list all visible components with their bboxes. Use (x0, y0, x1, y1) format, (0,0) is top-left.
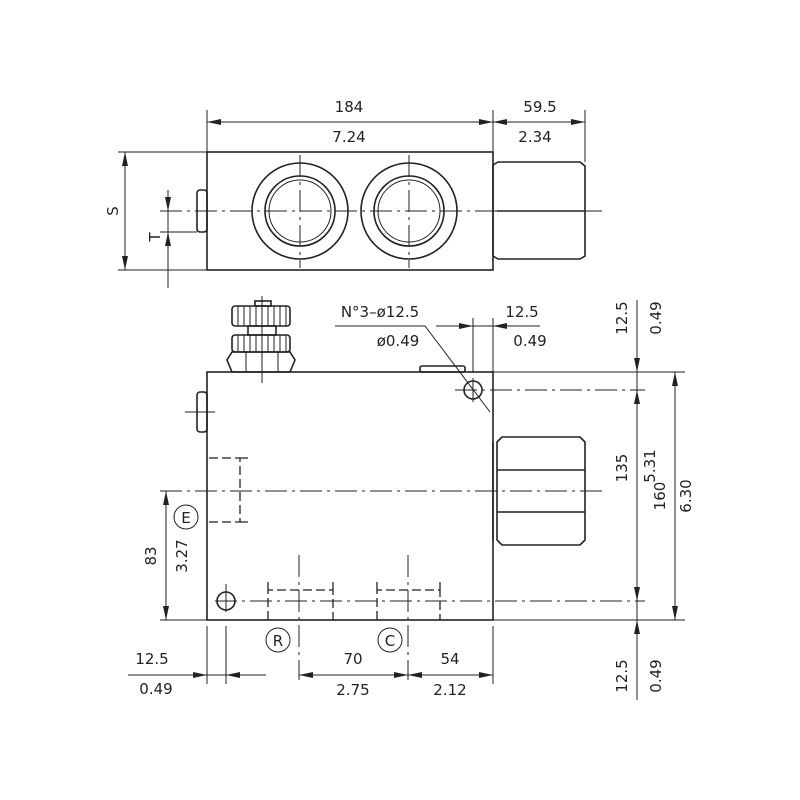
top-view: 184 7.24 59.5 2.34 S T (104, 98, 605, 288)
dim-s-label: S (104, 206, 122, 216)
holes-note-in: ø0.49 (377, 332, 420, 350)
dim-right-bottom-mm: 12.5 (613, 659, 631, 692)
dim-length-mm: 184 (335, 98, 364, 116)
dim-c-to-end-mm: 54 (440, 650, 459, 668)
holes-note: N°3–ø12.5 (341, 303, 419, 321)
dim-height-in: 6.30 (677, 479, 695, 512)
port-r-label: R (273, 632, 283, 650)
dim-left-offset-in: 0.49 (139, 680, 172, 698)
dim-length-in: 7.24 (332, 128, 365, 146)
port-e-label: E (181, 509, 190, 527)
dim-c-to-end-in: 2.12 (433, 681, 466, 699)
dim-fitting-in: 2.34 (518, 128, 551, 146)
port-circle-right (360, 155, 458, 268)
port-circle-left (251, 155, 349, 268)
dim-r-to-c-in: 2.75 (336, 681, 369, 699)
port-r-marker: R (265, 627, 291, 653)
dim-port-e-height-in: 3.27 (173, 539, 191, 572)
dim-centers-mm: 135 (613, 454, 631, 483)
dim-height-mm: 160 (651, 482, 669, 511)
adjust-knob[interactable] (226, 296, 296, 383)
front-view: E R C N°3–ø12.5 ø0.49 12.5 0.49 12.5 0.4… (128, 296, 695, 700)
dim-right-top-in: 0.49 (647, 301, 665, 334)
hex-fitting-top (492, 161, 586, 260)
port-c-label: C (385, 632, 395, 650)
dim-centers-in: 5.31 (641, 449, 659, 482)
dim-right-bottom-in: 0.49 (647, 659, 665, 692)
dim-r-to-c-mm: 70 (343, 650, 362, 668)
dim-port-e-height-mm: 83 (142, 546, 160, 565)
dim-right-top-mm: 12.5 (613, 301, 631, 334)
dim-hole-offset-in: 0.49 (513, 332, 546, 350)
port-e-marker: E (173, 504, 199, 530)
dim-fitting-mm: 59.5 (523, 98, 556, 116)
port-c-marker: C (377, 627, 403, 653)
dim-hole-offset-mm: 12.5 (505, 303, 538, 321)
dim-t-label: T (146, 232, 164, 243)
block-outline-front (206, 371, 494, 621)
dim-left-offset-mm: 12.5 (135, 650, 168, 668)
